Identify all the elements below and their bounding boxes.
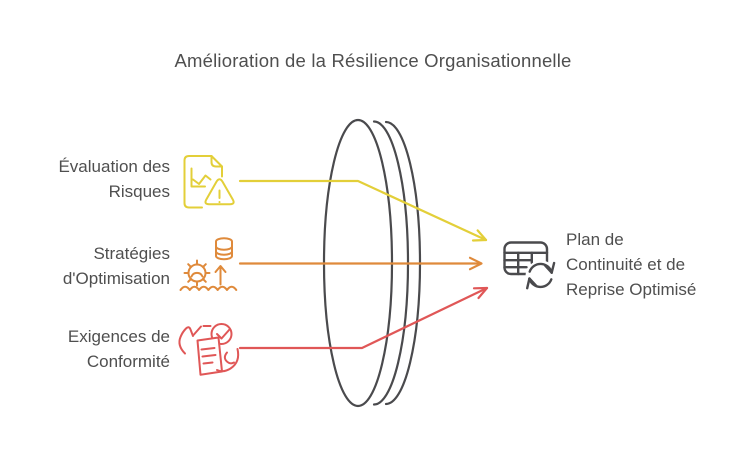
gear-teeth	[183, 259, 211, 287]
arrow-conformite-head	[472, 286, 489, 300]
wave-line	[179, 285, 238, 291]
up-arrow-head	[214, 265, 227, 273]
table-sync-icon	[503, 241, 557, 292]
check-mark	[216, 328, 231, 340]
input-label-strategies-optimisation: Stratégies d'Optimisation	[62, 244, 170, 288]
arrow-conformite	[238, 286, 489, 350]
gear-database-uparrow-icon	[179, 237, 238, 291]
database-band-1	[215, 245, 233, 251]
chart-axis	[190, 167, 206, 188]
check-circle	[210, 323, 233, 345]
database-cylinder	[215, 237, 233, 261]
left-hand-finger	[192, 325, 202, 336]
database-band-2	[215, 250, 233, 256]
diagram-title: Amélioration de la Résilience Organisati…	[174, 50, 572, 71]
output-label-plan-continuite: Plan de Continuité et de Reprise Optimis…	[566, 230, 697, 299]
right-hand-thumb	[223, 351, 235, 365]
arrow-optimisation-head	[468, 256, 483, 271]
risk-document-chart-warning-icon	[183, 155, 235, 209]
left-hand	[178, 326, 194, 355]
input-label-evaluation-des-risques: Évaluation des Risques	[58, 157, 170, 201]
chart-line	[192, 174, 212, 185]
checklist-line-1	[200, 347, 216, 351]
sync-arc-bottom-head	[526, 277, 538, 290]
document-outline	[183, 155, 223, 209]
right-hand	[216, 348, 240, 373]
sync-arc-top-head	[543, 261, 556, 274]
arrow-risk-head	[471, 229, 488, 242]
arrow-risk-line	[238, 179, 488, 242]
arrow-risk	[238, 179, 488, 242]
arrow-optimisation	[238, 256, 483, 271]
arrow-conformite-line	[238, 286, 489, 350]
gear-inner-dome	[190, 271, 204, 278]
compliance-checklist-hands-icon	[178, 323, 240, 376]
checklist-line-2	[201, 354, 217, 358]
checklist-line-3	[202, 361, 214, 365]
document-fold	[210, 155, 223, 168]
input-label-exigences-conformite: Exigences de Conformité	[67, 327, 170, 371]
